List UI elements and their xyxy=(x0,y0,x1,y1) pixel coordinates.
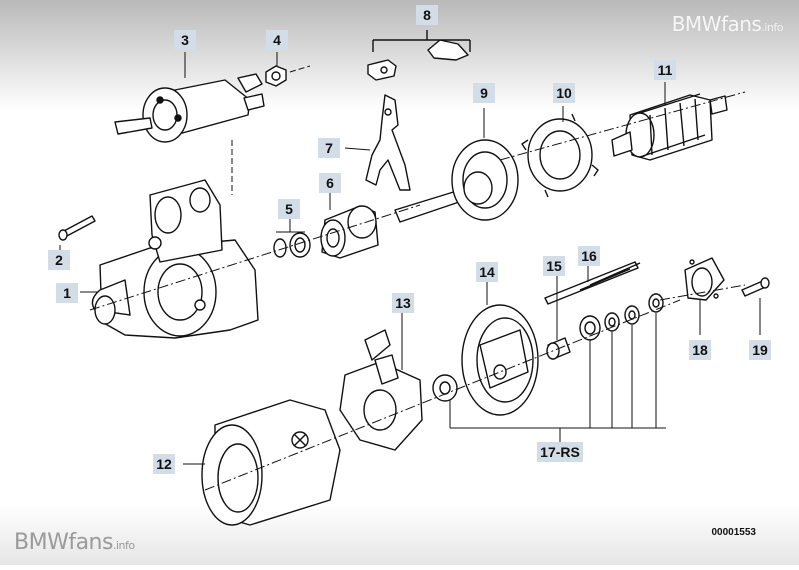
leader-lines xyxy=(59,52,761,491)
nut-part xyxy=(265,65,287,87)
bushing-clip-parts xyxy=(367,30,471,81)
callout-9: 9 xyxy=(473,83,495,103)
screw-part xyxy=(741,277,770,297)
callout-11: 11 xyxy=(654,60,676,80)
brand-watermark-bottom: BMWfans.info xyxy=(14,530,135,555)
pinion-drive-part xyxy=(320,205,379,259)
ring-parts xyxy=(273,232,311,258)
diagram-number: 00001553 xyxy=(711,527,757,538)
callout-1: 1 xyxy=(56,283,78,303)
callout-12: 12 xyxy=(153,454,175,474)
callout-3: 3 xyxy=(174,30,196,50)
through-bolt-part xyxy=(544,261,641,360)
callout-6: 6 xyxy=(319,173,341,193)
callout-13: 13 xyxy=(392,293,414,313)
callout-7: 7 xyxy=(318,138,340,158)
armature-part xyxy=(611,93,728,161)
callout-15: 15 xyxy=(543,256,565,276)
callout-14: 14 xyxy=(476,262,498,282)
callout-5: 5 xyxy=(278,199,300,219)
washer-parts xyxy=(579,293,664,341)
callout-2: 2 xyxy=(48,250,70,270)
callout-8: 8 xyxy=(416,5,438,25)
brush-ring-part xyxy=(521,113,599,198)
brush-holder-part xyxy=(339,329,423,451)
end-shield-part xyxy=(432,304,539,416)
callout-16: 16 xyxy=(578,246,600,266)
bolt-part xyxy=(58,215,96,241)
callout-19: 19 xyxy=(749,340,771,360)
field-housing-part xyxy=(201,399,341,526)
top-shade xyxy=(0,0,799,110)
callout-4: 4 xyxy=(266,30,288,50)
bottom-shade xyxy=(0,505,799,565)
fork-lever-part xyxy=(365,94,411,191)
brand-watermark-top: BMWfans.info xyxy=(671,12,784,36)
drive-end-shield-part xyxy=(394,139,519,223)
callout-18: 18 xyxy=(689,340,711,360)
solenoid-part xyxy=(114,73,265,143)
end-cap-part xyxy=(684,257,725,301)
callout-17-rs: 17-RS xyxy=(537,442,583,462)
callout-10: 10 xyxy=(553,83,575,103)
starter-housing-part xyxy=(91,179,259,339)
